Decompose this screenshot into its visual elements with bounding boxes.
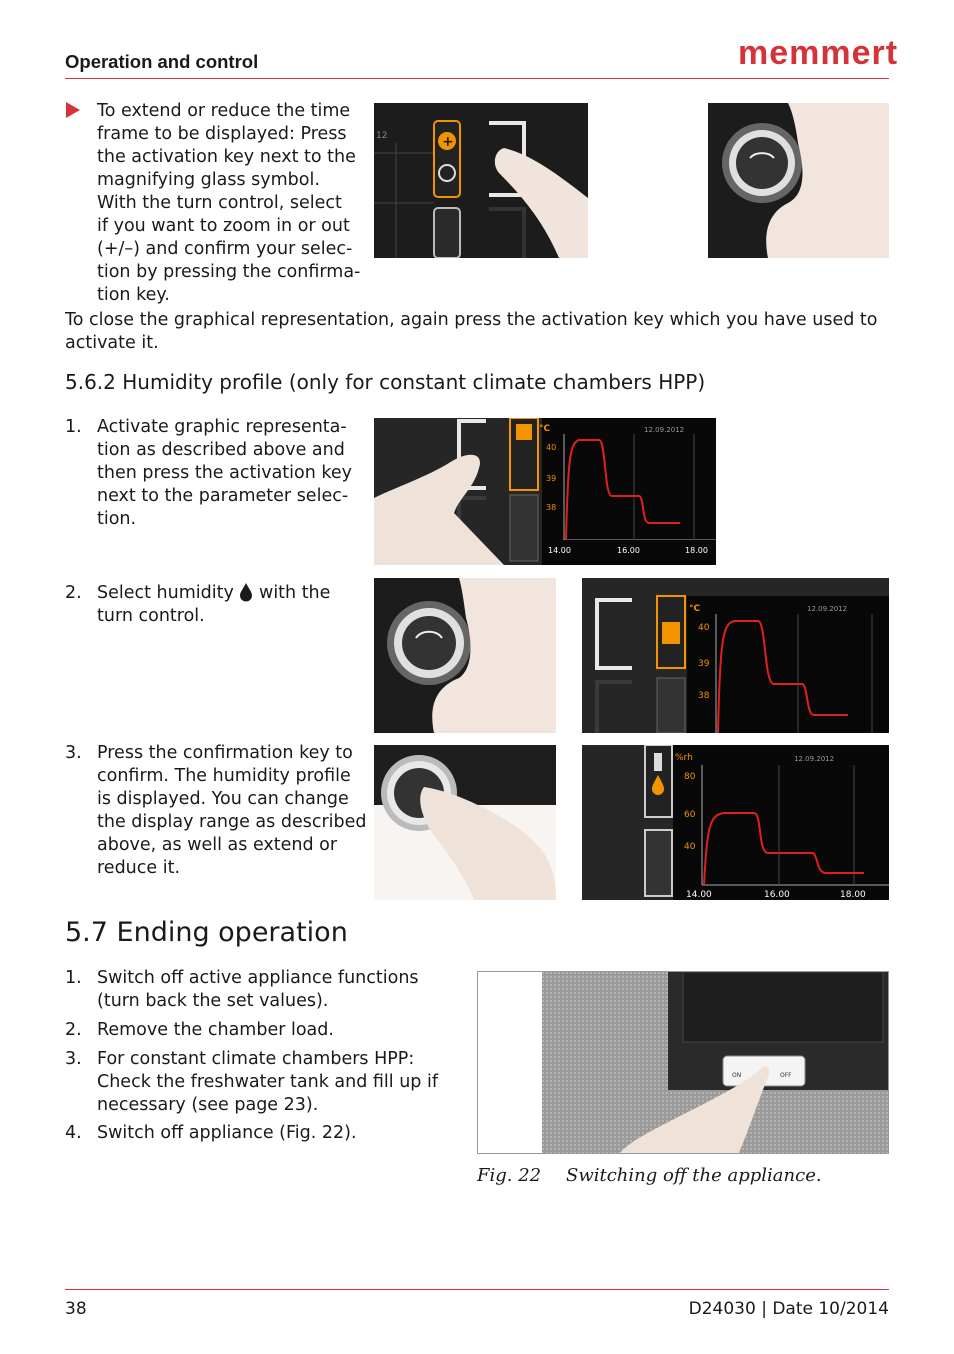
humidity-drop-icon xyxy=(240,583,253,602)
photo-confirm-key xyxy=(374,745,556,900)
section-heading-5-6-2: 5.6.2 Humidity profile (only for constan… xyxy=(65,370,706,394)
step-number: 2. xyxy=(65,583,82,603)
svg-text:OFF: OFF xyxy=(780,1072,792,1079)
svg-text:39: 39 xyxy=(546,474,556,483)
svg-text:+: + xyxy=(442,134,454,150)
step-text-humidity: Select humidity with the turn control. xyxy=(97,583,331,626)
svg-text:18.00: 18.00 xyxy=(685,546,708,555)
photo-turn-control-1 xyxy=(708,103,889,258)
step-number: 4. xyxy=(65,1123,82,1143)
svg-text:16.00: 16.00 xyxy=(617,546,640,555)
figure-caption: Switching off the appliance. xyxy=(566,1165,822,1186)
svg-text:60: 60 xyxy=(684,810,696,820)
figure-number: Fig. 22 xyxy=(477,1165,542,1186)
memmert-logo: memmert xyxy=(738,34,899,72)
step-text: Switch off active appliance functions (t… xyxy=(97,968,419,1011)
photo-temperature-chart-1: °C 12.09.2012 40 39 38 14.00 16.00 18.00 xyxy=(374,418,716,565)
svg-text:%rh: %rh xyxy=(675,753,693,763)
photo-humidity-chart: %rh 12.09.2012 80 60 40 14.00 16.00 18.0… xyxy=(582,745,889,900)
step-number: 2. xyxy=(65,1020,82,1040)
step-text: Press the confirmation key to confirm. T… xyxy=(97,743,367,878)
document-id: D24030 | Date 10/2014 xyxy=(688,1299,889,1319)
zoom-instructions: To extend or reduce the time frame to be… xyxy=(97,101,361,305)
photo-switch-off-appliance: ON OFF xyxy=(477,971,889,1154)
svg-text:39: 39 xyxy=(698,659,710,669)
svg-text:14.00: 14.00 xyxy=(548,546,571,555)
svg-text:12.09.2012: 12.09.2012 xyxy=(794,755,834,763)
step-number: 1. xyxy=(65,968,82,988)
photo-turn-control-2 xyxy=(374,578,556,733)
svg-text:40: 40 xyxy=(698,623,710,633)
svg-text:80: 80 xyxy=(684,772,696,782)
step-text: For constant climate chambers HPP: Check… xyxy=(97,1049,439,1115)
svg-text:14.00: 14.00 xyxy=(686,890,712,900)
step-text: Activate graphic representa- tion as des… xyxy=(97,417,353,529)
svg-text:12.09.2012: 12.09.2012 xyxy=(807,605,847,613)
footer-rule xyxy=(65,1289,889,1290)
photo-temperature-chart-2: °C 12.09.2012 40 39 38 xyxy=(582,578,889,733)
svg-text:12.09.2012: 12.09.2012 xyxy=(644,426,684,434)
svg-text:16.00: 16.00 xyxy=(764,890,790,900)
svg-text:18.00: 18.00 xyxy=(840,890,866,900)
close-instructions: To close the graphical representation, a… xyxy=(65,310,878,353)
svg-text:40: 40 xyxy=(684,842,696,852)
header-rule xyxy=(65,78,889,79)
svg-text:38: 38 xyxy=(546,503,556,512)
step-number: 3. xyxy=(65,743,82,763)
svg-text:°C: °C xyxy=(539,424,551,434)
step-text: Remove the chamber load. xyxy=(97,1020,334,1040)
photo-zoom-key-press: 12 + xyxy=(374,103,588,258)
svg-text:38: 38 xyxy=(698,691,710,701)
step-number: 3. xyxy=(65,1049,82,1069)
section-heading-5-7: 5.7 Ending operation xyxy=(65,917,348,948)
svg-text:ON: ON xyxy=(732,1072,741,1079)
running-header: Operation and control xyxy=(65,51,259,72)
step-number: 1. xyxy=(65,417,82,437)
page-number: 38 xyxy=(65,1299,87,1319)
partial-screen-label: 12 xyxy=(376,131,387,141)
bullet-arrow-icon xyxy=(66,102,80,118)
step-text: Switch off appliance (Fig. 22). xyxy=(97,1123,357,1143)
svg-text:40: 40 xyxy=(546,443,556,452)
svg-text:°C: °C xyxy=(689,604,701,614)
